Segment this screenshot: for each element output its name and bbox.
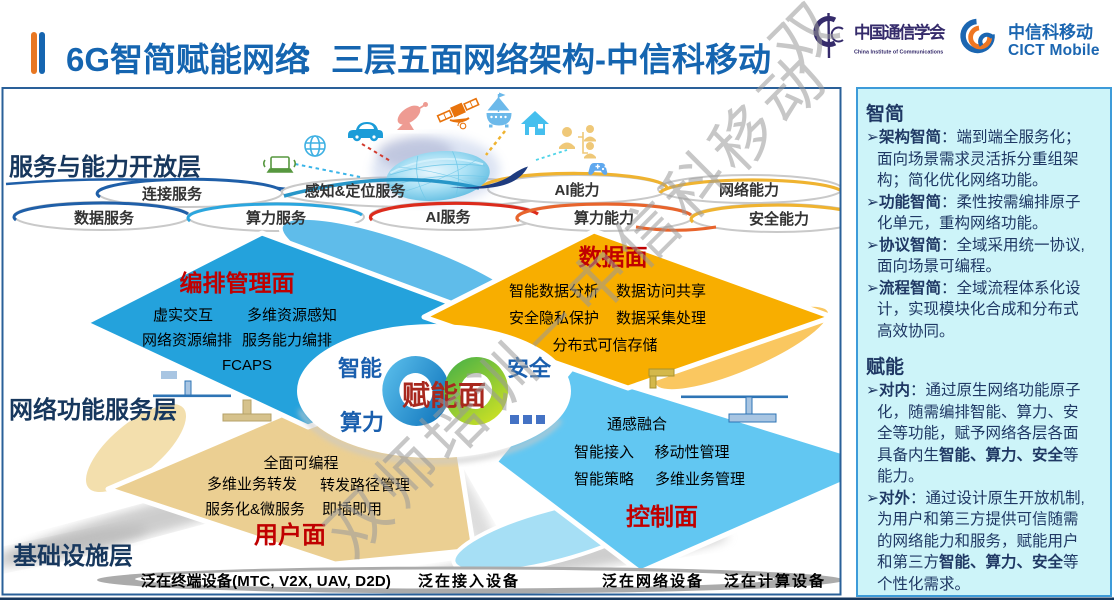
svg-text:泛在终端设备(MTC, V2X, UAV, D2D): 泛在终端设备(MTC, V2X, UAV, D2D) bbox=[141, 572, 391, 590]
svg-text:连接服务: 连接服务 bbox=[142, 185, 203, 203]
svg-text:数据服务: 数据服务 bbox=[74, 209, 135, 227]
svg-text:China Institute of Communicati: China Institute of Communications bbox=[854, 50, 943, 56]
svg-text:双: 双 bbox=[758, 0, 855, 84]
svg-text:中国通信学会: 中国通信学会 bbox=[854, 22, 946, 42]
svg-text:服务能力编排: 服务能力编排 bbox=[242, 332, 332, 349]
svg-text:服务化&微服务: 服务化&微服务 bbox=[205, 501, 305, 518]
svg-text:CICT Mobile: CICT Mobile bbox=[1008, 42, 1100, 59]
svg-text:多维业务转发: 多维业务转发 bbox=[207, 476, 297, 493]
svg-text:智能数据分析: 智能数据分析 bbox=[509, 282, 599, 300]
svg-text:数据访问共享: 数据访问共享 bbox=[616, 283, 706, 300]
svg-text:算力能力: 算力能力 bbox=[574, 209, 634, 227]
svg-text:AI服务: AI服务 bbox=[425, 208, 471, 226]
svg-text:泛在计算设备: 泛在计算设备 bbox=[724, 572, 826, 590]
svg-text:网络资源编排: 网络资源编排 bbox=[142, 332, 232, 349]
svg-text:AI能力: AI能力 bbox=[554, 181, 599, 199]
svg-text:安全隐私保护: 安全隐私保护 bbox=[509, 309, 599, 327]
svg-text:算力: 算力 bbox=[340, 410, 384, 435]
svg-text:通感融合: 通感融合 bbox=[607, 416, 667, 433]
svg-text:控制面: 控制面 bbox=[626, 503, 698, 531]
svg-text:多维资源感知: 多维资源感知 bbox=[247, 307, 337, 324]
svg-text:中信科移动: 中信科移动 bbox=[1008, 22, 1093, 42]
svg-text:智能策略: 智能策略 bbox=[574, 470, 634, 488]
svg-text:用户面: 用户面 bbox=[254, 521, 326, 549]
svg-text:智能: 智能 bbox=[338, 356, 382, 381]
svg-text:虚实交互: 虚实交互 bbox=[153, 306, 213, 324]
svg-text:全面可编程: 全面可编程 bbox=[263, 454, 338, 472]
svg-text:安全能力: 安全能力 bbox=[749, 210, 809, 228]
svg-text:数据采集处理: 数据采集处理 bbox=[616, 310, 706, 327]
svg-text:网络功能服务层: 网络功能服务层 bbox=[9, 396, 177, 424]
svg-text:多维业务管理: 多维业务管理 bbox=[655, 471, 745, 488]
svg-text:基础设施层: 基础设施层 bbox=[13, 542, 133, 570]
svg-text:网络能力: 网络能力 bbox=[719, 181, 779, 199]
svg-text:赋能面: 赋能面 bbox=[402, 380, 486, 411]
svg-text:即插即用: 即插即用 bbox=[322, 501, 382, 518]
svg-text:转发路径管理: 转发路径管理 bbox=[320, 477, 410, 494]
svg-text:泛在接入设备: 泛在接入设备 bbox=[418, 572, 520, 590]
svg-text:智能接入: 智能接入 bbox=[574, 443, 634, 461]
svg-text:安全: 安全 bbox=[507, 356, 552, 381]
svg-text:泛在网络设备: 泛在网络设备 bbox=[602, 572, 704, 590]
svg-text:移动性管理: 移动性管理 bbox=[654, 444, 729, 461]
svg-text:服务与能力开放层: 服务与能力开放层 bbox=[9, 153, 201, 181]
svg-text:感知&定位服务: 感知&定位服务 bbox=[305, 182, 407, 200]
svg-text:分布式可信存储: 分布式可信存储 bbox=[552, 337, 657, 354]
svg-text:FCAPS: FCAPS bbox=[222, 357, 272, 374]
svg-text:双师培训－中信科移动: 双师培训－中信科移动 bbox=[313, 40, 843, 570]
svg-text:算力服务: 算力服务 bbox=[246, 209, 307, 227]
svg-text:数据面: 数据面 bbox=[579, 244, 648, 270]
svg-text:编排管理面: 编排管理面 bbox=[180, 270, 295, 296]
